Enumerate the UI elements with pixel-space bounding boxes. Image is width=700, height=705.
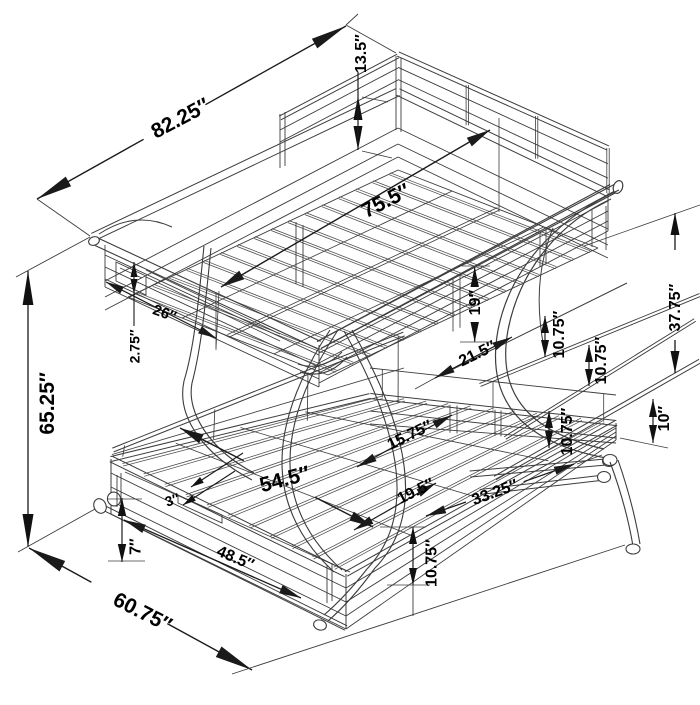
svg-text:10.75″: 10.75″ bbox=[593, 336, 610, 384]
svg-text:2.75″: 2.75″ bbox=[127, 329, 143, 363]
svg-text:37.75″: 37.75″ bbox=[667, 283, 684, 331]
svg-text:10.75″: 10.75″ bbox=[424, 539, 441, 587]
svg-text:10.75″: 10.75″ bbox=[551, 310, 568, 358]
svg-text:65.25″: 65.25″ bbox=[36, 372, 59, 435]
svg-text:7″: 7″ bbox=[128, 538, 145, 555]
svg-text:19″: 19″ bbox=[467, 290, 484, 316]
svg-text:13.5″: 13.5″ bbox=[353, 34, 370, 73]
svg-text:10.75″: 10.75″ bbox=[559, 407, 576, 455]
svg-text:10″: 10″ bbox=[656, 406, 673, 432]
